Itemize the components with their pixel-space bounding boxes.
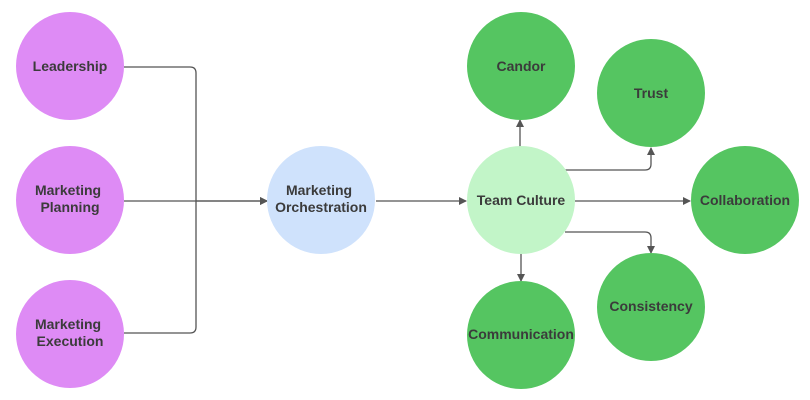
node-marketing-orchestration-label-line-2: Orchestration [275,199,367,215]
node-marketing-planning-label-line-2: Planning [40,199,99,215]
node-communication-circle [467,281,575,389]
node-marketing-planning-circle [16,146,124,254]
node-candor: Candor [467,12,575,120]
node-marketing-execution-label: Marketing Execution [35,316,105,349]
node-leadership-circle [16,12,124,120]
node-marketing-planning-label-line-1: Marketing [35,182,101,198]
node-candor-label: Candor [497,58,547,74]
node-consistency-circle [597,253,705,361]
connector-team-culture-to-consistency [565,231,655,254]
node-team-culture-circle [467,146,575,254]
node-candor-label-line-1: Candor [497,58,547,74]
node-marketing-orchestration: Marketing Orchestration [267,146,375,254]
node-marketing-execution-label-line-2: Execution [37,333,104,349]
node-marketing-planning-label: Marketing Planning [35,182,105,215]
connector-team-culture-to-trust [563,147,655,171]
node-trust: Trust [597,39,705,147]
node-marketing-orchestration-label-line-1: Marketing [286,182,352,198]
node-collaboration-circle [691,146,799,254]
node-team-culture: Team Culture [467,146,575,254]
node-trust-label: Trust [634,85,669,101]
node-consistency-label-line-1: Consistency [609,298,692,314]
node-communication: Communication [467,281,575,389]
nodes: Leadership Marketing Planning Marketing … [16,12,799,389]
node-team-culture-label-line-1: Team Culture [477,192,566,208]
node-marketing-planning: Marketing Planning [16,146,124,254]
node-leadership-label-line-1: Leadership [33,58,108,74]
connector-execution-to-orchestration [124,201,197,334]
node-trust-circle [597,39,705,147]
node-communication-label: Communication [468,326,574,342]
node-trust-label-line-1: Trust [634,85,669,101]
node-leadership: Leadership [16,12,124,120]
node-marketing-orchestration-label: Marketing Orchestration [275,182,367,215]
node-leadership-label: Leadership [33,58,108,74]
node-collaboration: Collaboration [691,146,799,254]
node-marketing-execution-circle [16,280,124,388]
node-marketing-orchestration-circle [267,146,375,254]
node-collaboration-label-line-1: Collaboration [700,192,790,208]
node-consistency-label: Consistency [609,298,692,314]
node-collaboration-label: Collaboration [700,192,790,208]
connectors [124,66,691,334]
node-consistency: Consistency [597,253,705,361]
node-marketing-execution: Marketing Execution [16,280,124,388]
node-candor-circle [467,12,575,120]
connector-leadership-to-orchestration [124,66,268,205]
node-communication-label-line-1: Communication [468,326,574,342]
node-team-culture-label: Team Culture [477,192,566,208]
node-marketing-execution-label-line-1: Marketing [35,316,101,332]
